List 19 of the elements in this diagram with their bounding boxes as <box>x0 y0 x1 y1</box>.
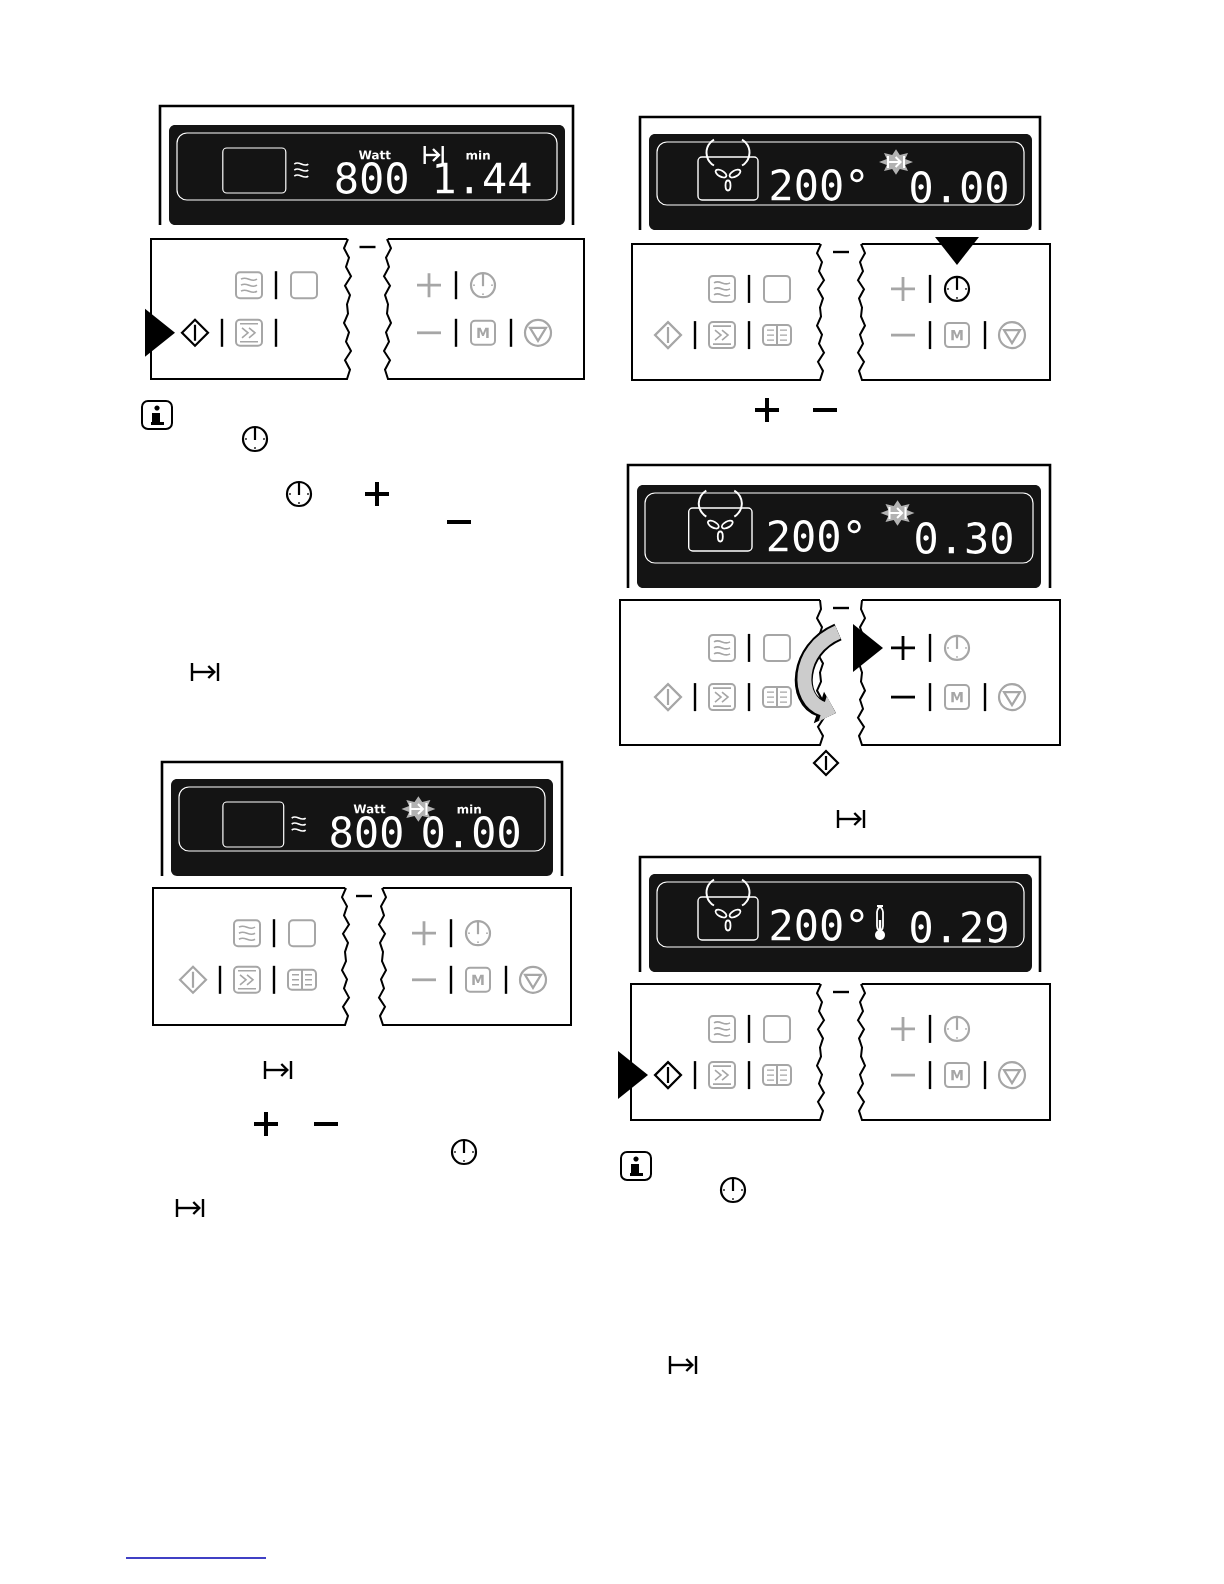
display-label: Watt <box>358 150 391 160</box>
display-digits: 800 <box>336 162 407 194</box>
display-label: min <box>457 804 481 814</box>
display-digits: 1.44 <box>436 162 531 194</box>
display-digits: 0.00 <box>911 171 1007 203</box>
display-digits: 0.30 <box>916 522 1012 554</box>
display-label: Watt <box>353 804 386 814</box>
m-button: M <box>470 319 496 346</box>
display-digits: 200° <box>768 520 861 552</box>
display-digits: 0.00 <box>423 816 519 848</box>
m-button: M <box>944 1062 970 1089</box>
m-button: M <box>944 684 970 711</box>
m-button: M <box>944 322 970 349</box>
display-digits: 800 <box>331 816 402 848</box>
display-digits: 200° <box>771 169 864 201</box>
display-digits: 200° <box>771 909 864 941</box>
m-button: M <box>465 966 491 993</box>
display-digits: 0.29 <box>911 911 1007 943</box>
display-label: min <box>466 150 490 160</box>
